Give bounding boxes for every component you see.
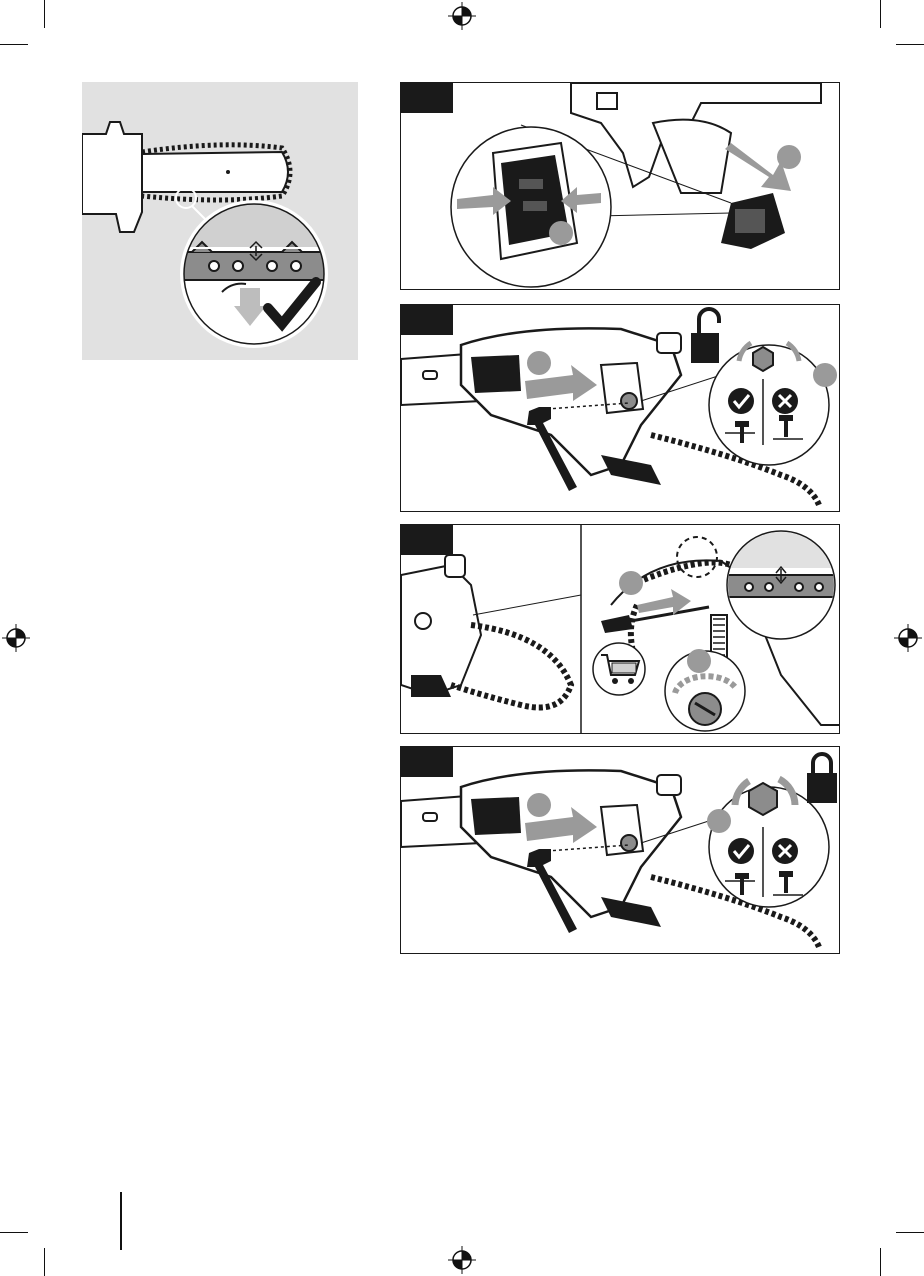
lock-closed-icon bbox=[807, 754, 837, 803]
page-edge-rule bbox=[120, 1192, 122, 1250]
loosen-nut-illustration bbox=[401, 305, 839, 511]
crop-mark-tl-h bbox=[0, 44, 28, 45]
crop-mark-bl-v bbox=[44, 1248, 45, 1276]
registration-icon-top bbox=[448, 2, 476, 30]
crop-mark-br-v bbox=[880, 1248, 881, 1276]
crop-mark-tr-v bbox=[880, 0, 881, 28]
step-panel-4 bbox=[400, 746, 840, 954]
lock-open-icon bbox=[691, 309, 719, 363]
registration-icon-right bbox=[894, 624, 922, 652]
registration-icon-bottom bbox=[448, 1246, 476, 1274]
chain-sag-panel bbox=[82, 82, 358, 360]
crop-mark-br-h bbox=[896, 1232, 924, 1233]
crop-mark-bl-h bbox=[0, 1232, 28, 1233]
chain-tension-illustration bbox=[401, 525, 839, 733]
registration-icon-left bbox=[2, 624, 30, 652]
crop-mark-tl-v bbox=[44, 0, 45, 28]
battery-release-icon bbox=[401, 83, 839, 289]
crop-mark-tr-h bbox=[896, 44, 924, 45]
step-panel-2 bbox=[400, 304, 840, 512]
step-panel-3 bbox=[400, 524, 840, 734]
tighten-nut-illustration bbox=[401, 747, 839, 953]
step-panel-1 bbox=[400, 82, 840, 290]
chain-sag-icon bbox=[82, 82, 358, 360]
